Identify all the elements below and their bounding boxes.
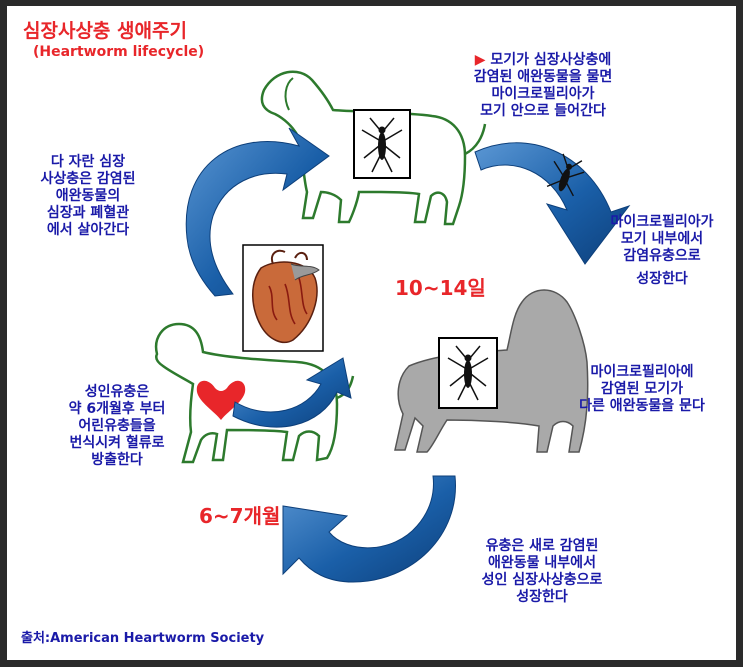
- step-6-line: 애완동물의: [55, 188, 121, 204]
- step-6-line: 에서 살아간다: [46, 222, 130, 238]
- cycle-arrow-left: [185, 127, 330, 297]
- step-1-line: ▶ 모기가 심장사상충에: [474, 52, 612, 68]
- step-6-line: 심장과 폐혈관: [46, 205, 130, 221]
- step-1-line: 마이크로필리아가: [491, 86, 595, 102]
- duration-days-label: 10~14일: [395, 276, 486, 300]
- step-5-line: 어린유충들을: [78, 418, 156, 434]
- right-mosquito-box: [438, 337, 498, 409]
- step-4-line: 애완동물 내부에서: [488, 555, 596, 571]
- step-6-line: 사상충은 감염된: [40, 171, 136, 187]
- step-5-line: 성인유충은: [84, 384, 150, 400]
- diagram-subtitle: (Heartworm lifecycle): [33, 44, 205, 60]
- heart-anatomy-illustration: [242, 244, 324, 352]
- step-1-line: 감염된 애완동물을 물면: [473, 69, 613, 85]
- step-3-line: 감염된 모기가: [600, 381, 684, 397]
- step-2-line: 마이크로필리아가: [610, 214, 714, 230]
- step-2-line: 감염유충으로: [623, 248, 701, 264]
- step-5-line: 약 6개월후 부터: [68, 401, 166, 417]
- step-5-line: 번식시켜 혈류로: [69, 435, 165, 451]
- step-5-text: 성인유충은 약 6개월후 부터 어린유충들을 번식시켜 혈류로 방출한다: [37, 384, 197, 469]
- cycle-arrow-heart: [232, 357, 352, 428]
- diagram-graphics: [154, 70, 631, 583]
- mosquito-icon: [361, 117, 403, 173]
- source-credit: 출처:American Heartworm Society: [21, 631, 265, 646]
- step-3-line: 다른 애완동물을 문다: [579, 398, 705, 414]
- step-6-line: 다 자란 심장: [50, 154, 126, 170]
- duration-months-label: 6~7개월: [199, 504, 281, 528]
- step-1-marker: ▶: [474, 52, 486, 68]
- step-4-line: 유충은 새로 감염된: [485, 538, 599, 554]
- cycle-arrow-bottom-right: [282, 475, 456, 583]
- step-2-line: 성장한다: [636, 271, 688, 287]
- step-4-text: 유충은 새로 감염된 애완동물 내부에서 성인 심장사상충으로 성장한다: [457, 538, 627, 606]
- step-3-text: 마이크로필리아에 감염된 모기가 다른 애완동물을 문다: [557, 364, 727, 415]
- heart-icon: [196, 380, 246, 420]
- step-4-line: 성장한다: [516, 589, 568, 605]
- cycle-arrow-top-right: [474, 142, 631, 265]
- step-4-line: 성인 심장사상충으로: [481, 572, 603, 588]
- step-3-line: 마이크로필리아에: [590, 364, 694, 380]
- step-1-line: 모기 안으로 들어간다: [480, 103, 606, 119]
- lifecycle-diagram: 심장사상충 생애주기 (Heartworm lifecycle) ▶ 모기가 심…: [7, 6, 736, 660]
- step-5-line: 방출한다: [91, 452, 143, 468]
- step-1-text: ▶ 모기가 심장사상충에 감염된 애완동물을 물면 마이크로필리아가 모기 안으…: [443, 52, 643, 120]
- mosquito-icon: [546, 153, 585, 197]
- diagram-title: 심장사상충 생애주기: [23, 20, 187, 42]
- mosquito-icon: [447, 345, 489, 401]
- step-2-text: 마이크로필리아가 모기 내부에서 감염유충으로 성장한다: [597, 214, 727, 288]
- step-6-text: 다 자란 심장 사상충은 감염된 애완동물의 심장과 폐혈관 에서 살아간다: [13, 154, 163, 239]
- step-2-line: 모기 내부에서: [620, 231, 704, 247]
